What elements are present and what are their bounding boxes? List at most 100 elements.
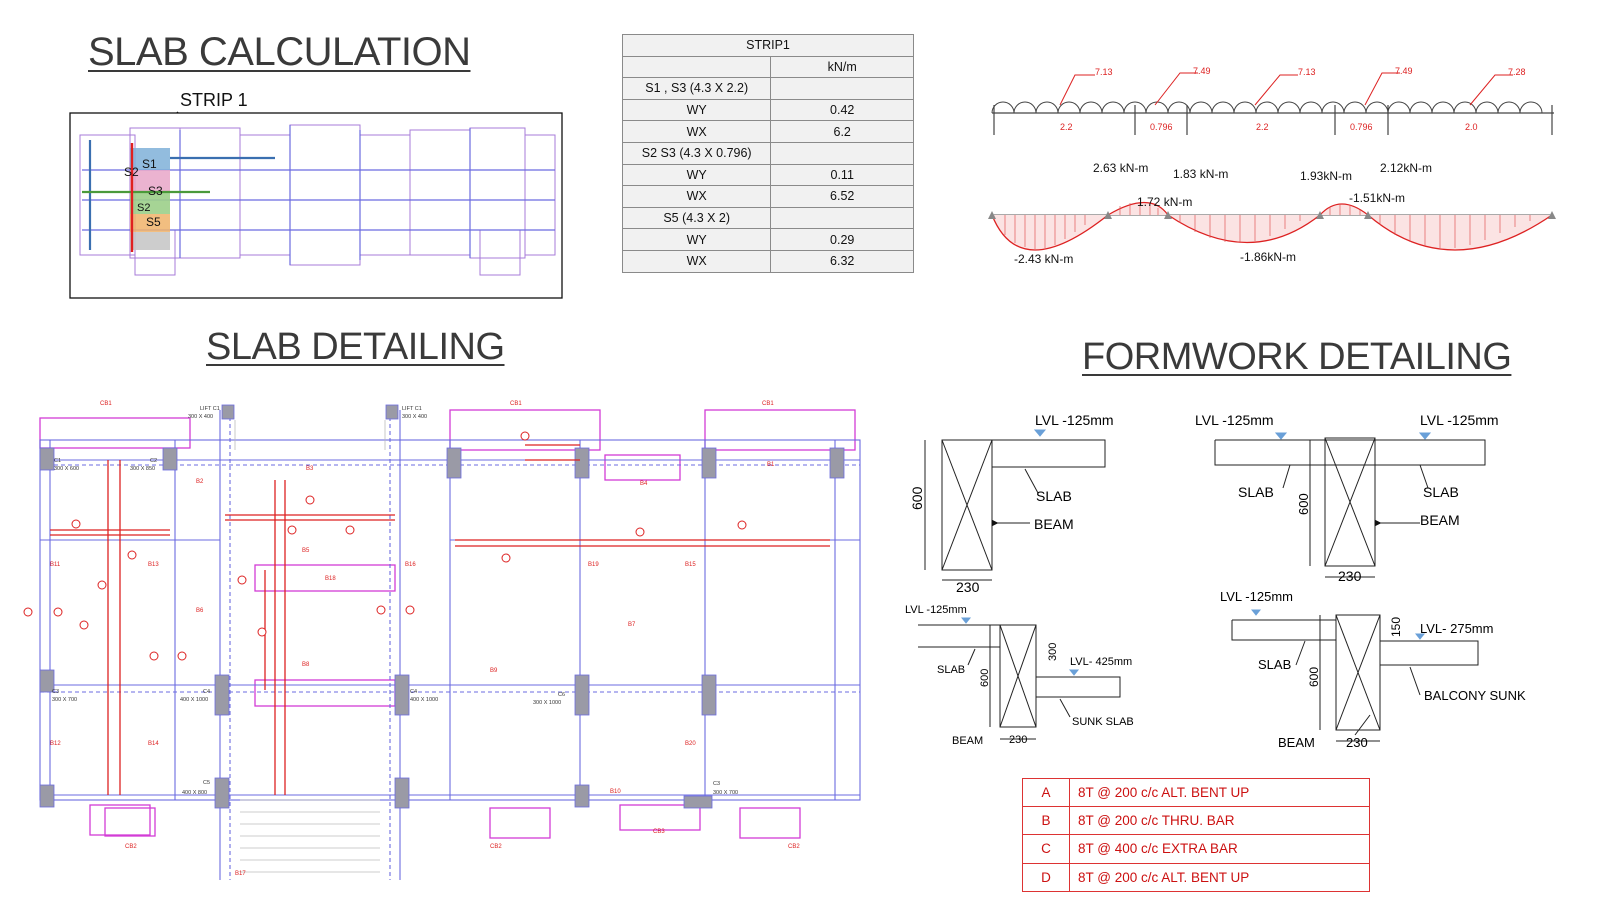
svg-text:LIFT C1: LIFT C1 xyxy=(200,406,220,412)
svg-text:400 X 1000: 400 X 1000 xyxy=(180,697,208,703)
distributed-load-arcs xyxy=(991,101,1543,114)
plan-outline-magenta xyxy=(39,409,856,839)
svg-text:CB3: CB3 xyxy=(653,829,665,835)
span-label-5: 2.0 xyxy=(1465,122,1478,132)
svg-text:400 X 1000: 400 X 1000 xyxy=(410,697,438,703)
d4-beam: BEAM xyxy=(1278,735,1315,750)
d2-beam: BEAM xyxy=(1420,512,1460,528)
svg-text:C4: C4 xyxy=(203,689,210,695)
svg-text:CB1: CB1 xyxy=(510,401,522,407)
d1-depth: 600 xyxy=(909,486,925,510)
span-label-2: 0.796 xyxy=(1150,122,1173,132)
svg-text:B5: B5 xyxy=(302,548,310,554)
span-label-1: 2.2 xyxy=(1060,122,1073,132)
table-row: S5 (4.3 X 2) xyxy=(621,206,914,230)
formwork-detail-balcony-sunk xyxy=(1231,609,1479,742)
d1-width: 230 xyxy=(956,579,980,595)
svg-text:C2: C2 xyxy=(150,458,157,464)
formwork-detail-sunk-slab xyxy=(918,617,1121,740)
svg-text:C6: C6 xyxy=(558,692,565,698)
plan-grid-blue xyxy=(39,410,861,880)
bmd-label-7: -2.43 kN-m xyxy=(1014,252,1073,266)
d3-slab: SLAB xyxy=(937,664,965,676)
svg-text:B6: B6 xyxy=(196,608,204,614)
d4-level: LVL -125mm xyxy=(1220,589,1293,604)
slab-calculation-title: SLAB CALCULATION xyxy=(88,30,471,74)
load-label-4: 7.49 xyxy=(1395,66,1413,76)
d2-level-right: LVL -125mm xyxy=(1420,412,1499,428)
d3-drop: 300 xyxy=(1047,643,1059,661)
svg-text:LIFT C1: LIFT C1 xyxy=(402,406,422,412)
svg-text:300 X 400: 300 X 400 xyxy=(402,414,427,420)
d4-width: 230 xyxy=(1346,735,1368,750)
bmd-curve xyxy=(991,202,1553,251)
d2-slab-left: SLAB xyxy=(1238,484,1274,500)
svg-text:B16: B16 xyxy=(405,562,416,568)
svg-text:B13: B13 xyxy=(148,562,159,568)
svg-text:B12: B12 xyxy=(50,741,61,747)
svg-text:CB1: CB1 xyxy=(762,401,774,407)
slab-detailing-plan: CB1 CB1 CB1 CB2 CB2 CB2 CB3 B1 B2 B3 B4 … xyxy=(23,401,861,880)
svg-text:B15: B15 xyxy=(685,562,696,568)
slab-label-s2b: S2 xyxy=(137,202,150,214)
key-plan: STRIP 1 S1 S2 S3 S2 S5 xyxy=(69,90,563,299)
svg-text:B18: B18 xyxy=(325,576,336,582)
formwork-detailing-title: FORMWORK DETAILING xyxy=(1082,336,1512,378)
load-label-1: 7.13 xyxy=(1095,67,1113,77)
svg-text:C4: C4 xyxy=(410,689,417,695)
slab-label-s1: S1 xyxy=(142,157,157,171)
slab-s5-zone xyxy=(130,232,170,250)
d1-slab: SLAB xyxy=(1036,488,1072,504)
beam-analysis-diagram: 7.13 7.49 7.13 7.49 7.28 2.2 0.796 2.2 0… xyxy=(988,66,1556,266)
slab-s2-zone xyxy=(130,170,170,192)
svg-text:B9: B9 xyxy=(490,668,498,674)
load-label-2: 7.49 xyxy=(1193,66,1211,76)
svg-text:300 X 700: 300 X 700 xyxy=(713,790,738,796)
column-labels: C1 300 X 600 C2 300 X 850 C3 300 X 700 C… xyxy=(52,406,738,796)
svg-text:B8: B8 xyxy=(302,662,310,668)
svg-text:300 X 850: 300 X 850 xyxy=(130,466,155,472)
slab-label-s2: S2 xyxy=(124,165,139,179)
d3-sunk: SUNK SLAB xyxy=(1072,716,1134,728)
d2-depth: 600 xyxy=(1296,493,1311,515)
svg-text:B10: B10 xyxy=(610,789,621,795)
stair-lines xyxy=(234,420,386,873)
svg-text:B20: B20 xyxy=(685,741,696,747)
bmd-hatch xyxy=(1004,203,1531,249)
plan-columns xyxy=(39,404,845,809)
d3-level-sunk: LVL- 425mm xyxy=(1070,656,1132,668)
span-label-3: 2.2 xyxy=(1256,122,1269,132)
d2-width: 230 xyxy=(1338,568,1362,584)
formwork-detail-edge-beam xyxy=(924,429,1106,581)
span-label-4: 0.796 xyxy=(1350,122,1373,132)
d4-depth: 600 xyxy=(1307,667,1321,687)
bmd-label-1: 2.63 kN-m xyxy=(1093,161,1148,175)
svg-text:CB1: CB1 xyxy=(100,401,112,407)
svg-text:B7: B7 xyxy=(628,622,636,628)
svg-text:B4: B4 xyxy=(640,481,648,487)
svg-text:CB2: CB2 xyxy=(788,844,800,850)
svg-text:B2: B2 xyxy=(196,479,204,485)
svg-text:B1: B1 xyxy=(767,462,775,468)
d2-slab-right: SLAB xyxy=(1423,484,1459,500)
load-leaders xyxy=(1059,72,1513,106)
svg-text:C5: C5 xyxy=(203,780,210,786)
bmd-support-markers xyxy=(988,211,1556,219)
slab-s1-zone xyxy=(130,148,170,170)
d1-beam: BEAM xyxy=(1034,516,1074,532)
bmd-label-4: 1.93kN-m xyxy=(1300,169,1352,183)
svg-text:CB2: CB2 xyxy=(490,844,502,850)
svg-text:C3: C3 xyxy=(52,689,59,695)
svg-text:C3: C3 xyxy=(713,781,720,787)
d4-level-sunk: LVL- 275mm xyxy=(1420,621,1493,636)
svg-text:B11: B11 xyxy=(50,562,61,568)
d1-level: LVL -125mm xyxy=(1035,412,1114,428)
